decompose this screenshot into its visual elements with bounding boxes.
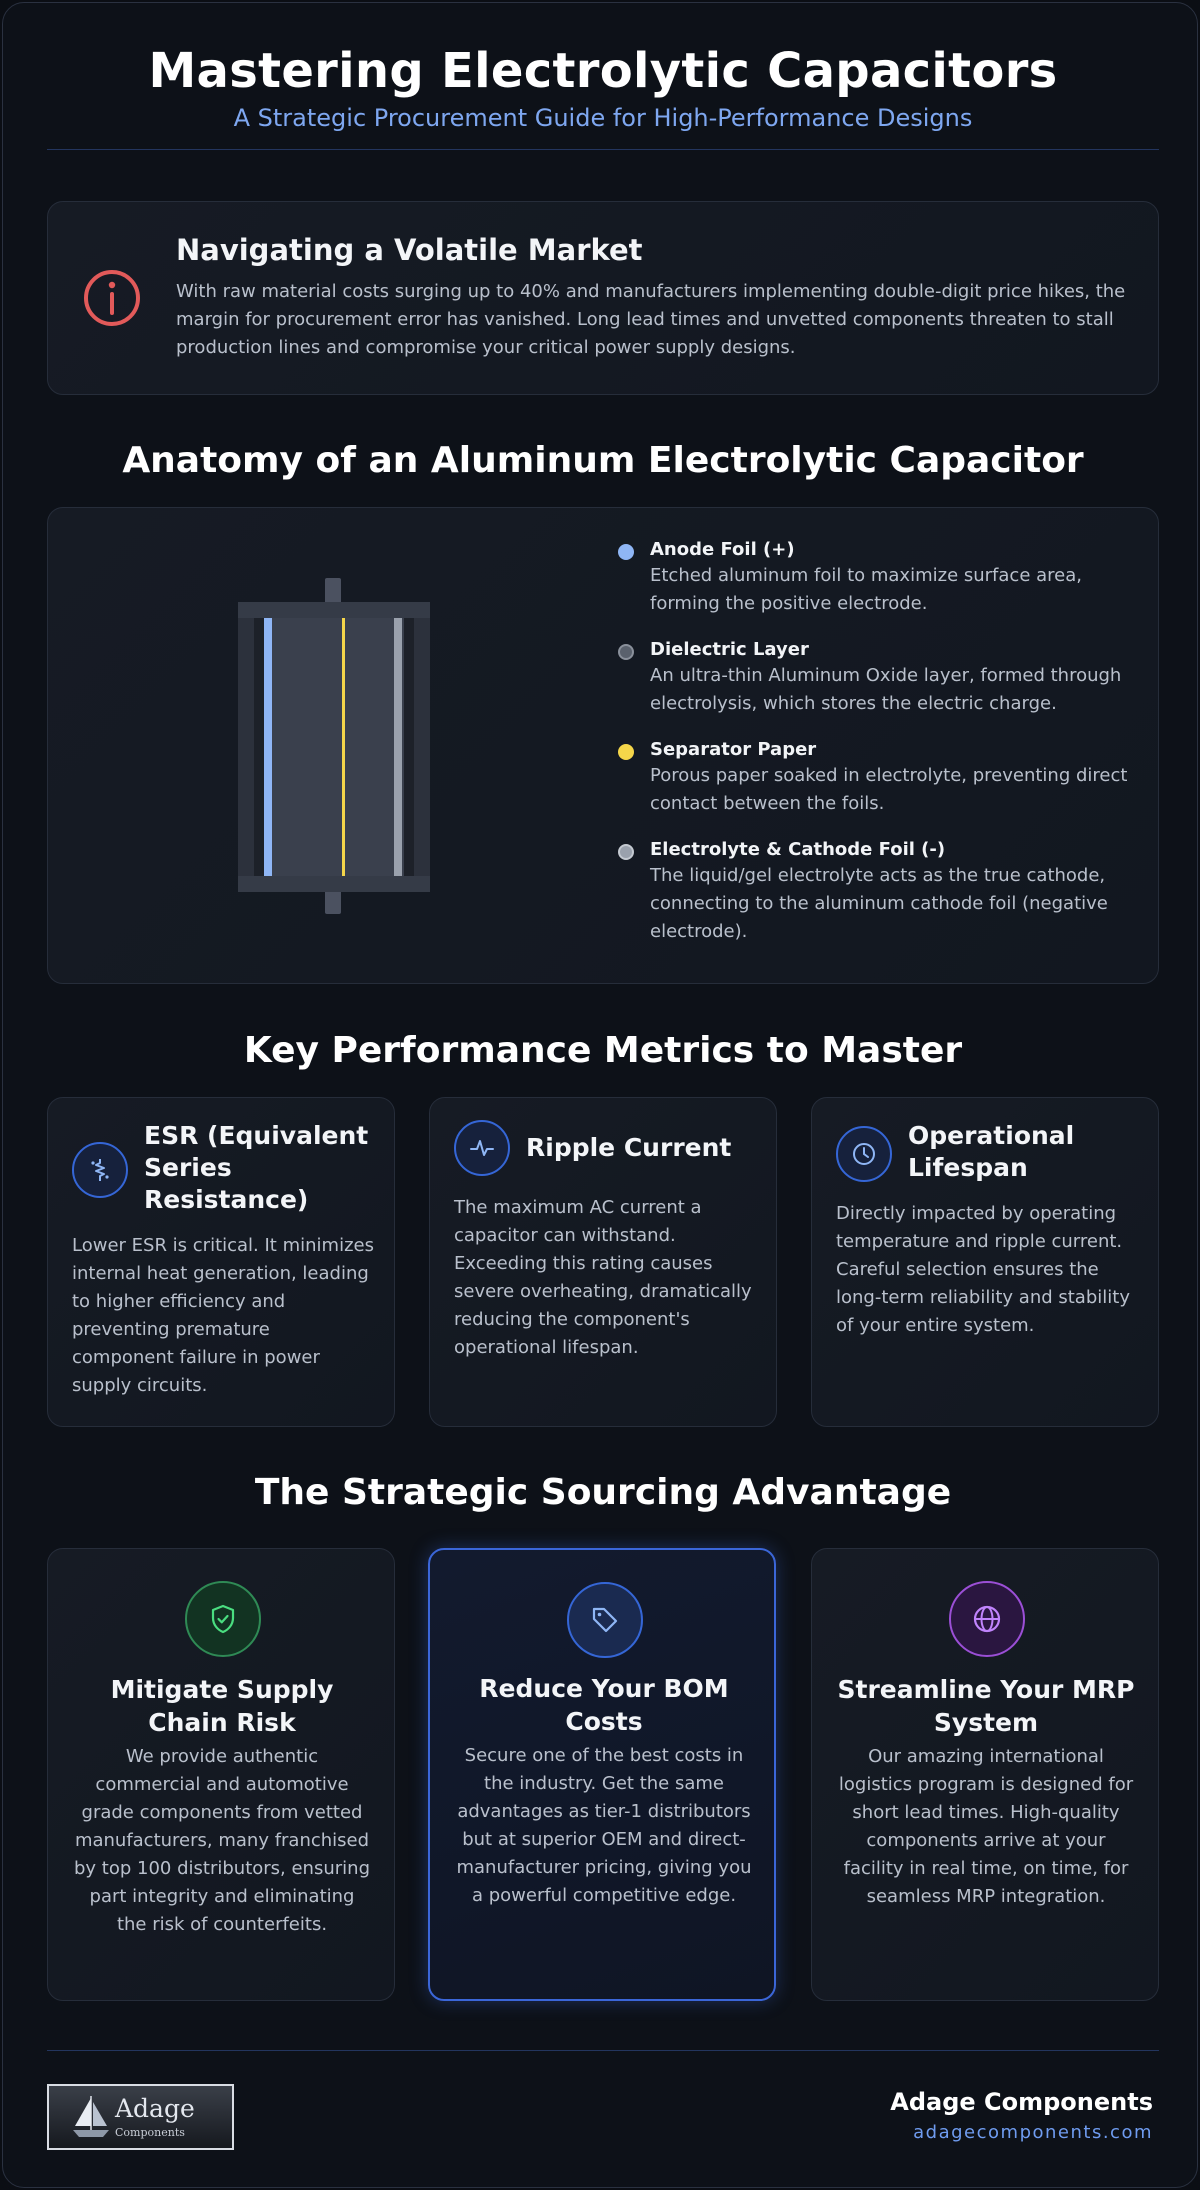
resistor-icon xyxy=(72,1142,128,1198)
legend-name: Anode Foil (+) xyxy=(650,539,795,560)
legend-desc: The liquid/gel electrolyte acts as the t… xyxy=(650,865,1108,942)
metric-card-lifespan: Operational Lifespan Directly impacted b… xyxy=(811,1097,1159,1427)
footer-divider xyxy=(47,2050,1159,2051)
page-subtitle: A Strategic Procurement Guide for High-P… xyxy=(233,104,973,132)
website-link[interactable]: adagecomponents.com xyxy=(913,2122,1153,2143)
sailboat-icon xyxy=(73,2096,109,2137)
market-text: With raw material costs surging up to 40… xyxy=(176,281,1126,358)
anode-foil-layer xyxy=(264,618,272,876)
sourcing-card-risk: Mitigate Supply Chain Risk We provide au… xyxy=(47,1548,395,2001)
anatomy-card: Anode Foil (+) Etched aluminum foil to m… xyxy=(47,507,1159,984)
header: Mastering Electrolytic Capacitors A Stra… xyxy=(47,41,1159,133)
sourcing-title: Streamline Your MRP System xyxy=(837,1675,1135,1737)
sourcing-text: Our amazing international logistics prog… xyxy=(838,1746,1134,1907)
cathode-dot-icon xyxy=(618,844,634,860)
capacitor-cross-section-diagram xyxy=(238,578,430,914)
metric-card-esr: ESR (Equivalent Series Resistance) Lower… xyxy=(47,1097,395,1427)
legend-item-separator: Separator Paper Porous paper soaked in e… xyxy=(618,738,1128,818)
legend-item-anode: Anode Foil (+) Etched aluminum foil to m… xyxy=(618,538,1128,618)
capacitor-core xyxy=(254,618,414,876)
shield-check-icon xyxy=(185,1581,261,1657)
price-tag-icon xyxy=(567,1582,643,1658)
sourcing-title: Reduce Your BOM Costs xyxy=(479,1674,729,1736)
metric-text: Directly impacted by operating temperatu… xyxy=(836,1203,1130,1336)
anatomy-section-title: Anatomy of an Aluminum Electrolytic Capa… xyxy=(122,440,1084,481)
sourcing-section-title: The Strategic Sourcing Advantage xyxy=(254,1472,952,1513)
company-name: Adage Components xyxy=(890,2088,1153,2116)
cathode-foil-layer xyxy=(394,618,402,876)
sourcing-card-mrp: Streamline Your MRP System Our amazing i… xyxy=(811,1548,1159,2001)
legend-name: Dielectric Layer xyxy=(650,639,809,660)
metric-title: Operational Lifespan xyxy=(908,1121,1075,1182)
clock-icon xyxy=(836,1126,892,1182)
logo-text: Adage xyxy=(115,2094,195,2123)
legend-desc: Etched aluminum foil to maximize surface… xyxy=(650,565,1082,614)
market-card: Navigating a Volatile Market With raw ma… xyxy=(47,201,1159,395)
legend-desc: Porous paper soaked in electrolyte, prev… xyxy=(650,765,1128,814)
header-divider xyxy=(47,149,1159,150)
market-title: Navigating a Volatile Market xyxy=(176,233,643,267)
metric-title: Ripple Current xyxy=(526,1133,732,1162)
sourcing-text: Secure one of the best costs in the indu… xyxy=(456,1745,752,1906)
pulse-icon xyxy=(454,1120,510,1176)
info-icon xyxy=(84,270,140,326)
anode-dot-icon xyxy=(618,544,634,560)
metric-text: The maximum AC current a capacitor can w… xyxy=(454,1197,752,1358)
sourcing-text: We provide authentic commercial and auto… xyxy=(74,1746,370,1935)
globe-icon xyxy=(949,1581,1025,1657)
metric-text: Lower ESR is critical. It minimizes inte… xyxy=(72,1235,374,1396)
layer-legend: Anode Foil (+) Etched aluminum foil to m… xyxy=(618,538,1128,966)
logo-subtext: Components xyxy=(115,2126,185,2139)
sourcing-card-bom: Reduce Your BOM Costs Secure one of the … xyxy=(428,1548,776,2001)
page-title: Mastering Electrolytic Capacitors xyxy=(148,43,1058,99)
separator-paper-layer xyxy=(342,618,345,876)
sourcing-title: Mitigate Supply Chain Risk xyxy=(110,1675,334,1737)
metrics-section-title: Key Performance Metrics to Master xyxy=(243,1030,963,1071)
dielectric-dot-icon xyxy=(618,644,634,660)
legend-name: Electrolyte & Cathode Foil (-) xyxy=(650,839,946,860)
metric-title: ESR (Equivalent Series Resistance) xyxy=(144,1121,369,1214)
legend-item-cathode: Electrolyte & Cathode Foil (-) The liqui… xyxy=(618,838,1128,946)
separator-dot-icon xyxy=(618,744,634,760)
legend-desc: An ultra-thin Aluminum Oxide layer, form… xyxy=(650,665,1122,714)
metric-card-ripple: Ripple Current The maximum AC current a … xyxy=(429,1097,777,1427)
company-logo[interactable]: Adage Components xyxy=(47,2084,234,2150)
legend-item-dielectric: Dielectric Layer An ultra-thin Aluminum … xyxy=(618,638,1128,718)
legend-name: Separator Paper xyxy=(650,739,817,760)
